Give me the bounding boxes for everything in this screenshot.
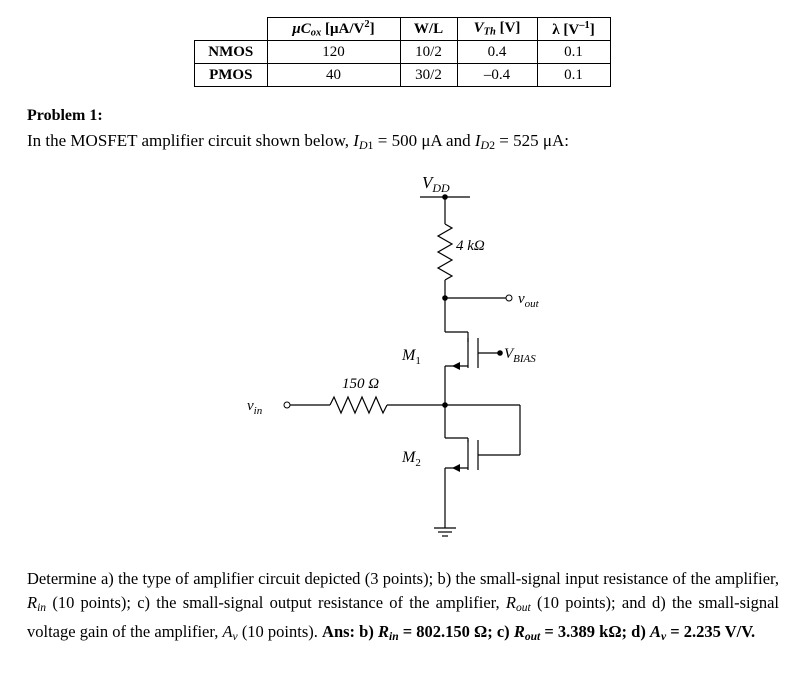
m1-label: M1: [401, 347, 421, 367]
table-row: NMOS 120 10/2 0.4 0.1: [194, 40, 611, 64]
parameter-table: μCox [μA/V2] W/L VTh [V] λ [V–1] NMOS 12…: [194, 17, 611, 87]
vin-terminal: [283, 401, 291, 409]
circuit-diagram: VDD 4 kΩ vout VBIAS M1 M2 150 Ω vin: [247, 173, 540, 537]
table-header-lambda: λ [V–1]: [536, 17, 611, 41]
table-header-wl: W/L: [399, 17, 458, 41]
m2-label: M2: [401, 449, 421, 469]
node-dot: [442, 194, 448, 200]
question-text: Determine a) the type of amplifier circu…: [27, 569, 779, 643]
r-in-label: 150 Ω: [342, 376, 379, 392]
vout-terminal: [505, 294, 513, 302]
table-header-vth: VTh [V]: [456, 17, 538, 41]
table-row: PMOS 40 30/2 –0.4 0.1: [194, 63, 611, 87]
table-cell: 120: [266, 40, 401, 64]
m1-source-arrow-icon: [452, 362, 460, 370]
m2-source-arrow-icon: [452, 464, 460, 472]
table-cell: 40: [266, 63, 401, 87]
answer-text: Ans: b) Rin = 802.150 Ω; c) Rout = 3.389…: [322, 621, 756, 643]
table-row-name: PMOS: [194, 63, 268, 87]
vdd-label: VDD: [422, 173, 450, 195]
node-dot: [442, 402, 448, 408]
input-resistor: [329, 395, 388, 415]
vin-label: vin: [247, 398, 263, 417]
table-cell: 10/2: [399, 40, 458, 64]
table-header-ucox: μCox [μA/V2]: [266, 17, 401, 41]
problem-statement: In the MOSFET amplifier circuit shown be…: [27, 131, 569, 152]
node-dot: [442, 295, 448, 301]
table-row-name: NMOS: [194, 40, 268, 64]
r-load-label: 4 kΩ: [456, 238, 485, 254]
table-cell: –0.4: [456, 63, 538, 87]
table-cell: 30/2: [399, 63, 458, 87]
table-corner: [195, 18, 268, 41]
problem-title: Problem 1:: [27, 107, 103, 124]
load-resistor: [436, 223, 454, 281]
table-header-row: μCox [μA/V2] W/L VTh [V] λ [V–1]: [195, 17, 611, 41]
table-cell: 0.4: [456, 40, 538, 64]
vout-label: vout: [518, 291, 540, 310]
vbias-label: VBIAS: [504, 346, 536, 365]
vbias-terminal: [497, 350, 503, 356]
table-cell: 0.1: [536, 63, 611, 87]
table-cell: 0.1: [536, 40, 611, 64]
